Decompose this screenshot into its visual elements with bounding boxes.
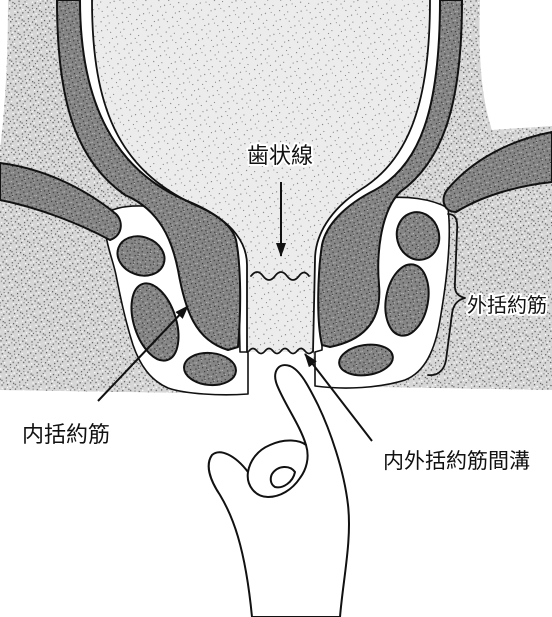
label-intersphincteric-groove: 内外括約筋間溝 xyxy=(383,449,530,473)
label-dentate-line: 歯状線 xyxy=(247,144,313,169)
label-internal-sphincter: 内括約筋 xyxy=(22,423,110,448)
label-external-sphincter: 外括約筋 xyxy=(467,293,547,317)
examining-hand xyxy=(209,365,349,617)
